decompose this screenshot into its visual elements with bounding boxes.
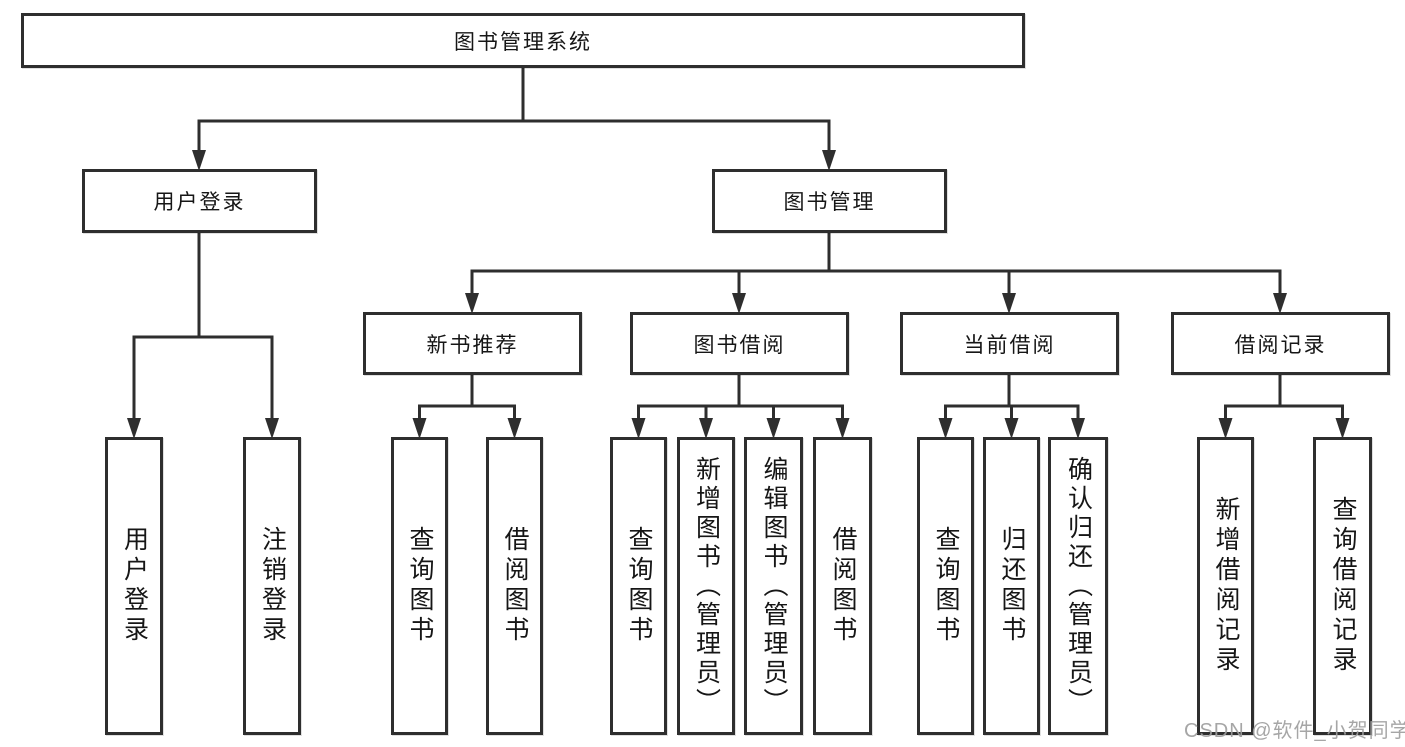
node-leaf-confirm-return-admin: 确认归还（管理员） bbox=[1048, 437, 1108, 735]
node-leaf-user-login-action: 用户登录 bbox=[105, 437, 163, 735]
node-leaf-query-books-recommend: 查询图书 bbox=[391, 437, 448, 735]
node-root: 图书管理系统 bbox=[21, 13, 1025, 68]
node-leaf-borrow-books-recommend: 借阅图书 bbox=[486, 437, 543, 735]
node-borrow-records: 借阅记录 bbox=[1171, 312, 1390, 375]
node-book-borrow: 图书借阅 bbox=[630, 312, 849, 375]
node-leaf-return-books: 归还图书 bbox=[983, 437, 1040, 735]
node-new-book-recommend: 新书推荐 bbox=[363, 312, 582, 375]
node-book-management: 图书管理 bbox=[712, 169, 947, 233]
node-leaf-edit-books-admin: 编辑图书（管理员） bbox=[744, 437, 803, 735]
node-leaf-query-books-current: 查询图书 bbox=[917, 437, 974, 735]
csdn-watermark: CSDN @软件_小贺同学 bbox=[1184, 720, 1405, 742]
node-leaf-logout-action: 注销登录 bbox=[243, 437, 301, 735]
arrowheads bbox=[127, 150, 1350, 439]
node-current-borrow: 当前借阅 bbox=[900, 312, 1119, 375]
node-leaf-add-books-admin: 新增图书（管理员） bbox=[677, 437, 735, 735]
node-leaf-query-books-borrow: 查询图书 bbox=[610, 437, 667, 735]
node-user-login: 用户登录 bbox=[82, 169, 317, 233]
node-leaf-borrow-books: 借阅图书 bbox=[813, 437, 872, 735]
node-leaf-query-borrow-record: 查询借阅记录 bbox=[1313, 437, 1372, 735]
node-leaf-add-borrow-record: 新增借阅记录 bbox=[1197, 437, 1254, 735]
